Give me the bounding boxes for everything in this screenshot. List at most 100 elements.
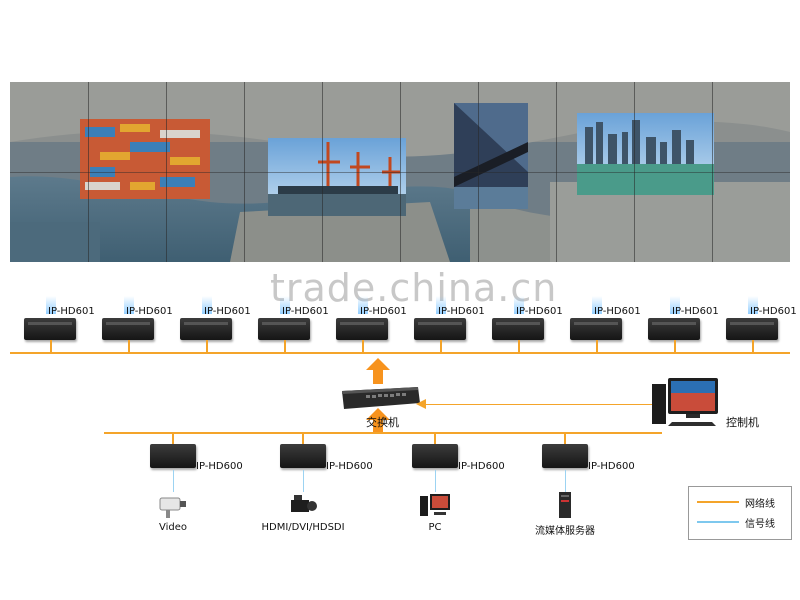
legend-label: 信号线 [745,519,775,530]
inset-bridge [454,103,528,209]
decoder-label: IP-HD601 [594,306,641,317]
decoder-label: IP-HD601 [516,306,563,317]
signal-glow [46,296,56,314]
switch-icon [342,387,420,409]
encoder-network-drop [172,434,174,444]
encoder-label: IP-HD600 [458,461,505,472]
signal-glow [124,296,134,314]
signal-glow [592,296,602,314]
source-label: PC [428,522,442,533]
decoder-network-drop [50,340,52,352]
decoder-network-drop [128,340,130,352]
decoder-network-drop [284,340,286,352]
decoder-label: IP-HD601 [360,306,407,317]
decoder-network-drop [362,340,364,352]
signal-glow [202,296,212,314]
decoder-box-icon [180,318,232,340]
signal-glow [748,296,758,314]
server-icon [550,492,580,522]
arrow-up-icon [366,358,390,384]
legend-swatch [697,521,739,523]
controller-pc [652,378,722,430]
decoder-network-drop [674,340,676,352]
decoder-device: IP-HD601 [486,296,563,342]
source-label: Video [159,522,188,533]
decoder-label: IP-HD601 [672,306,719,317]
signal-line [565,470,566,492]
arrow-up-icon [366,408,390,434]
decoder-device: IP-HD601 [720,296,797,342]
decoder-box-icon [648,318,700,340]
decoder-label: IP-HD601 [48,306,95,317]
decoder-label: IP-HD601 [750,306,797,317]
decoder-box-icon [726,318,778,340]
signal-line [435,470,436,492]
encoder-box-icon [542,444,588,468]
decoder-label: IP-HD601 [126,306,173,317]
legend-item-signal: 信号线 [697,515,787,530]
desktop-pc-icon [652,378,718,426]
decoder-device: IP-HD601 [18,296,95,342]
legend-label: 网络线 [745,499,775,510]
signal-glow [358,296,368,314]
inset-skyline [577,113,714,195]
decoder-network-drop [518,340,520,352]
video-wall-image [10,82,790,262]
legend-item-network: 网络线 [697,495,787,510]
legend-swatch [697,501,739,503]
source-label: HDMI/DVI/HDSDI [261,522,345,533]
video-wall-display [10,82,790,262]
encoder-network-drop [564,434,566,444]
decoder-box-icon [492,318,544,340]
decoder-network-drop [206,340,208,352]
encoder-box-icon [280,444,326,468]
network-switch [338,385,422,411]
decoder-label: IP-HD601 [204,306,251,317]
decoder-label: IP-HD601 [438,306,485,317]
upper-network-line [10,352,790,354]
signal-glow [670,296,680,314]
decoder-device: IP-HD601 [642,296,719,342]
legend: 网络线 信号线 [688,486,792,540]
decoder-device: IP-HD601 [252,296,329,342]
controller-link-line [424,404,654,405]
decoder-label: IP-HD601 [282,306,329,317]
decoder-box-icon [414,318,466,340]
encoder-label: IP-HD600 [588,461,635,472]
decoder-box-icon [570,318,622,340]
encoder-label: IP-HD600 [326,461,373,472]
inset-port-cranes [268,138,406,216]
signal-line [303,470,304,492]
lower-network-line [104,432,662,434]
arrow-left-icon [416,399,426,409]
signal-glow [436,296,446,314]
upward-arrows [366,358,390,434]
decoder-box-icon [258,318,310,340]
signal-glow [514,296,524,314]
camera-icon [158,492,188,522]
decoder-box-icon [336,318,388,340]
signal-glow [280,296,290,314]
decoder-network-drop [596,340,598,352]
encoder-box-icon [150,444,196,468]
watermark: trade.china.cn [270,266,558,310]
decoder-device: IP-HD601 [96,296,173,342]
encoder-network-drop [434,434,436,444]
signal-line [173,470,174,492]
decoder-network-drop [440,340,442,352]
decoder-device: IP-HD601 [330,296,407,342]
camcorder-icon [288,492,318,522]
decoder-device: IP-HD601 [174,296,251,342]
decoder-device: IP-HD601 [408,296,485,342]
pc-icon [420,492,450,522]
decoder-box-icon [24,318,76,340]
encoder-label: IP-HD600 [196,461,243,472]
decoder-network-drop [752,340,754,352]
decoder-box-icon [102,318,154,340]
source-label: 流媒体服务器 [535,526,595,537]
encoder-box-icon [412,444,458,468]
inset-containers [80,119,210,199]
switch-label: 交换机 [366,416,399,429]
encoder-network-drop [302,434,304,444]
decoder-device: IP-HD601 [564,296,641,342]
